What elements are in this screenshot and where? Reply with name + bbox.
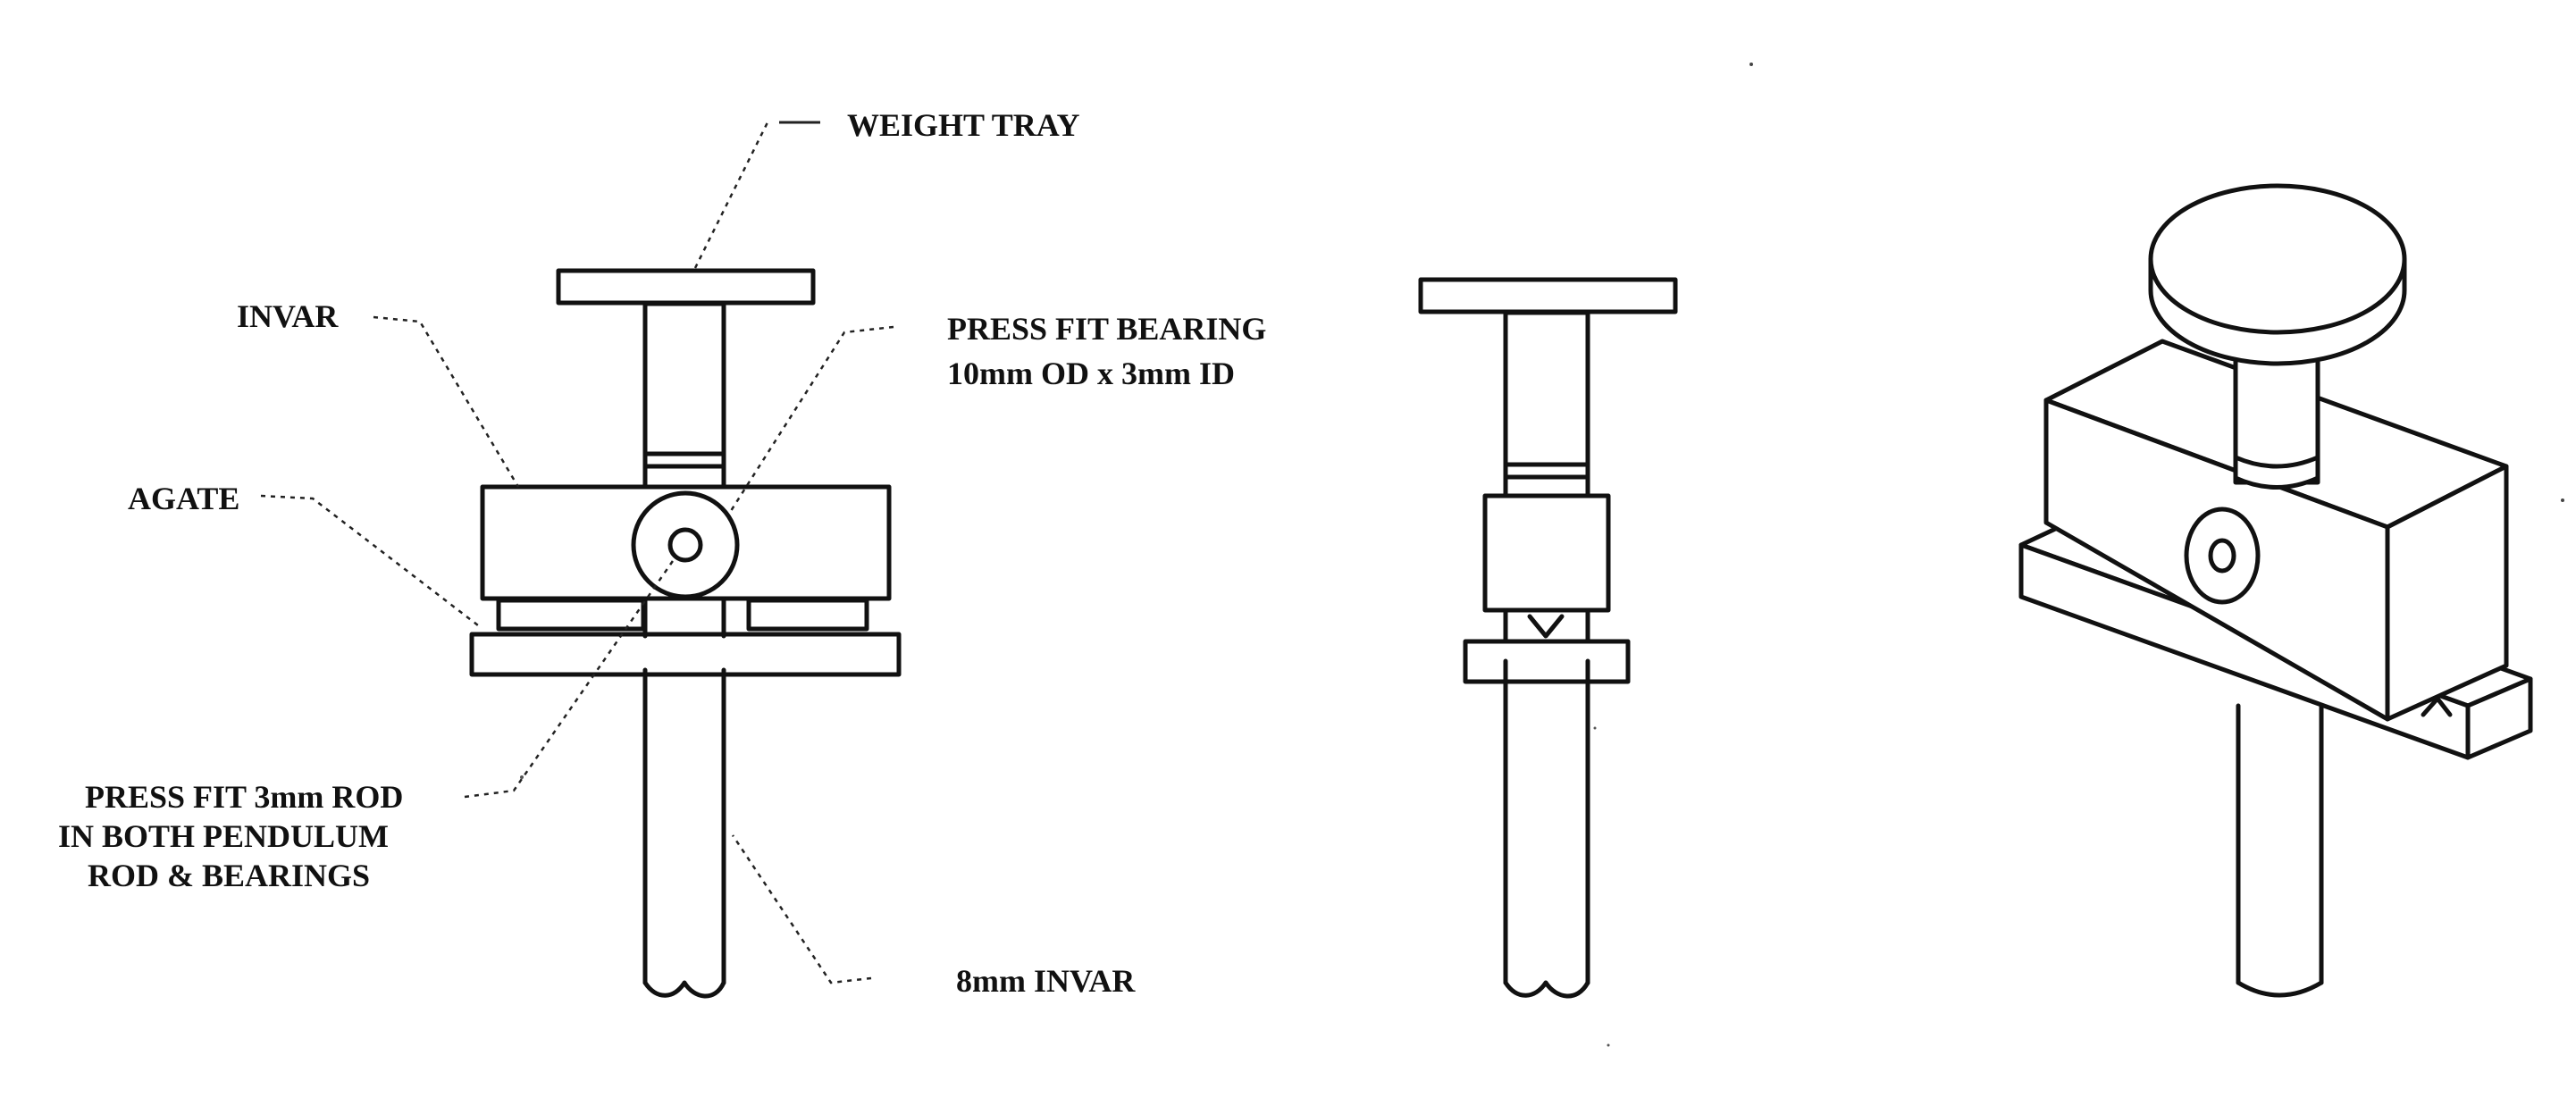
bearing-dimension-label: 10mm OD x 3mm ID (947, 356, 1235, 391)
press-fit-rod-label-2: IN BOTH PENDULUM (58, 818, 389, 854)
front-rod-upper (642, 301, 726, 490)
iso-bearing-inner (2208, 538, 2236, 574)
front-bearing-inner (667, 527, 703, 563)
iso-rod-bottom (2236, 980, 2324, 998)
isometric-view (2018, 183, 2533, 998)
side-rod-break (1503, 980, 1590, 999)
side-agate-vee (1527, 614, 1565, 639)
iso-rod-lower (2236, 703, 2324, 985)
front-view (260, 120, 902, 999)
side-rod-upper (1503, 310, 1590, 498)
front-rod-lower (642, 667, 726, 985)
front-weight-tray (556, 268, 816, 306)
front-agate-left (496, 598, 646, 632)
invar-label: INVAR (237, 298, 339, 334)
iso-base-side (2465, 676, 2533, 760)
invar-rod-label: 8mm INVAR (956, 963, 1136, 999)
iso-block-side (2385, 464, 2509, 722)
front-rod-break (642, 980, 726, 999)
press-fit-rod-label-3: ROD & BEARINGS (88, 858, 370, 893)
side-rod-lower (1503, 658, 1590, 985)
leader-rod (464, 557, 676, 799)
leader-bearing (727, 325, 894, 515)
front-base-plate (469, 632, 902, 677)
label-group: WEIGHT TRAY INVAR PRESS FIT BEARING 10mm… (58, 107, 1266, 999)
agate-label: AGATE (128, 481, 239, 516)
iso-tray-top (2148, 183, 2407, 335)
front-agate-right (746, 598, 869, 632)
side-weight-tray (1418, 277, 1678, 314)
leader-invar (373, 315, 520, 488)
scan-specks (520, 63, 2564, 1047)
side-invar-block (1482, 493, 1611, 613)
side-view (1418, 277, 1678, 999)
iso-post-band (2233, 455, 2320, 469)
leader-weight-tray (693, 120, 770, 269)
leader-invar-rod (731, 834, 872, 984)
iso-agate-notch (2421, 696, 2453, 717)
press-fit-rod-label-1: PRESS FIT 3mm ROD (85, 779, 403, 815)
leader-agate (260, 494, 479, 626)
side-base-plate (1463, 639, 1631, 684)
weight-tray-label: WEIGHT TRAY (847, 107, 1079, 143)
press-fit-bearing-label: PRESS FIT BEARING (947, 311, 1266, 347)
